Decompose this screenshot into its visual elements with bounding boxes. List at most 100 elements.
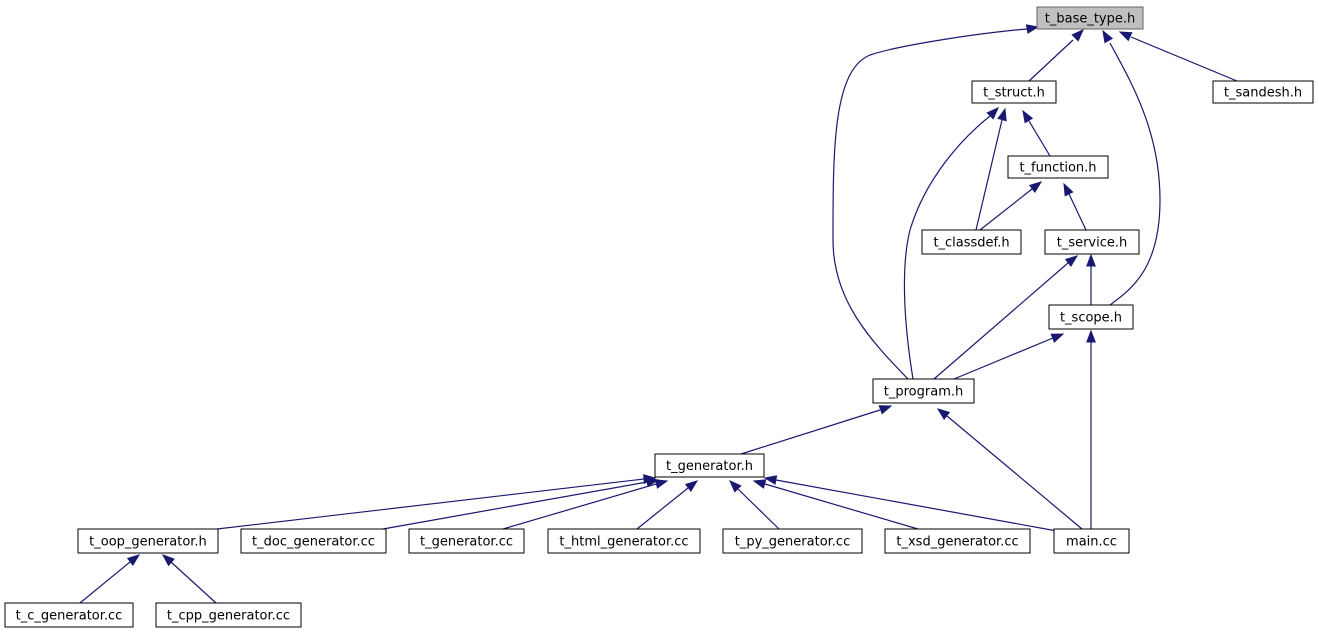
node-t-generator-h[interactable]: t_generator.h <box>654 453 765 478</box>
arrowhead-icon <box>1063 182 1074 197</box>
node-label: main.cc <box>1066 535 1117 550</box>
node-box <box>1044 229 1140 255</box>
edge-main-cc-to-t-scope-h <box>1086 329 1096 529</box>
edge-line <box>636 487 689 530</box>
edge-t-program-h-to-t-service-h <box>933 255 1079 380</box>
node-t-scope-h[interactable]: t_scope.h <box>1048 304 1134 330</box>
edge-t-generator-h-to-t-program-h <box>740 405 893 455</box>
node-label: t_generator.cc <box>420 535 513 550</box>
edge-line <box>216 478 645 530</box>
node-box <box>921 229 1022 255</box>
edge-t-classdef-h-to-t-function-h <box>979 181 1043 231</box>
node-box <box>1212 80 1314 104</box>
arrowhead-icon <box>1071 29 1084 42</box>
arrowhead-icon <box>1022 109 1034 124</box>
arrowhead-icon <box>654 479 669 489</box>
node-box <box>77 528 219 554</box>
edge-main-cc-to-t-generator-h <box>763 475 1058 532</box>
arrowhead-icon <box>729 480 742 493</box>
node-main-cc[interactable]: main.cc <box>1053 528 1130 554</box>
edge-line <box>764 483 919 530</box>
edge-line <box>502 483 657 530</box>
node-label: t_cpp_generator.cc <box>167 609 290 624</box>
arrowhead-icon <box>1025 24 1040 34</box>
node-t-doc-generator-cc[interactable]: t_doc_generator.cc <box>240 528 387 554</box>
node-label: t_sandesh.h <box>1224 86 1302 101</box>
node-t-c-generator-cc[interactable]: t_c_generator.cc <box>4 602 134 628</box>
edge-t-program-h-to-t-base-type-h <box>832 24 1040 380</box>
node-box <box>155 602 302 628</box>
node-label: t_xsd_generator.cc <box>896 535 1018 550</box>
edge-t-service-h-to-t-function-h <box>1063 182 1087 231</box>
edge-line <box>1130 36 1238 82</box>
node-label: t_generator.h <box>666 459 753 474</box>
node-t-oop-generator-h[interactable]: t_oop_generator.h <box>77 528 219 554</box>
edge-t-py-generator-cc-to-t-generator-h <box>729 480 780 530</box>
edge-line <box>740 409 881 455</box>
node-label: t_struct.h <box>983 86 1045 101</box>
arrowhead-icon <box>1086 329 1096 343</box>
node-label: t_program.h <box>884 385 963 400</box>
node-box <box>971 80 1057 104</box>
edge-line <box>975 119 1003 231</box>
edge-main-cc-to-t-program-h <box>936 408 1083 530</box>
edge-t-program-h-to-t-struct-h <box>903 107 999 380</box>
node-t-struct-h[interactable]: t_struct.h <box>971 80 1057 104</box>
node-box <box>1053 528 1130 554</box>
node-box <box>1007 155 1109 179</box>
node-t-service-h[interactable]: t_service.h <box>1044 229 1140 255</box>
node-box <box>547 528 701 554</box>
arrowhead-icon <box>1086 253 1096 267</box>
edge-line <box>79 561 131 604</box>
edge-line <box>1068 193 1087 231</box>
arrowhead-icon <box>1050 333 1065 343</box>
edge-line <box>382 481 648 530</box>
edge-t-scope-h-to-t-service-h <box>1086 253 1096 305</box>
nodes-layer: t_base_type.h t_struct.h t_sandesh.h t_func… <box>4 6 1314 628</box>
node-label: t_html_generator.cc <box>559 535 688 550</box>
edge-line <box>170 561 217 604</box>
node-t-generator-cc[interactable]: t_generator.cc <box>408 528 525 554</box>
node-t-program-h[interactable]: t_program.h <box>872 378 975 404</box>
node-box <box>872 378 975 404</box>
node-t-sandesh-h[interactable]: t_sandesh.h <box>1212 80 1314 104</box>
node-box <box>408 528 525 554</box>
arrowhead-icon <box>1064 255 1079 267</box>
node-t-html-generator-cc[interactable]: t_html_generator.cc <box>547 528 701 554</box>
arrowhead-icon <box>1028 181 1043 193</box>
node-t-xsd-generator-cc[interactable]: t_xsd_generator.cc <box>884 528 1031 554</box>
edge-line <box>1109 42 1161 306</box>
node-label: t_function.h <box>1019 161 1096 176</box>
edge-t-doc-generator-cc-to-t-generator-h <box>382 477 660 530</box>
arrowhead-icon <box>1102 29 1114 44</box>
arrowhead-icon <box>878 405 893 415</box>
node-box <box>654 453 765 478</box>
edge-t-program-h-to-t-scope-h <box>953 333 1065 380</box>
arrowhead-icon <box>936 408 951 420</box>
node-t-py-generator-cc[interactable]: t_py_generator.cc <box>722 528 863 554</box>
edge-t-function-h-to-t-struct-h <box>1022 109 1051 157</box>
node-box <box>4 602 134 628</box>
edge-t-scope-h-to-t-base-type-h <box>1102 29 1161 306</box>
node-t-classdef-h[interactable]: t_classdef.h <box>921 229 1022 255</box>
node-t-cpp-generator-cc[interactable]: t_cpp_generator.cc <box>155 602 302 628</box>
node-t-function-h[interactable]: t_function.h <box>1007 155 1109 179</box>
node-label: t_py_generator.cc <box>735 535 850 550</box>
node-label: t_doc_generator.cc <box>252 535 375 550</box>
arrowhead-icon <box>752 479 767 489</box>
node-t-base-type-h: t_base_type.h <box>1036 6 1144 30</box>
edge-line <box>832 28 1028 380</box>
edges-layer <box>79 24 1238 604</box>
node-label: t_service.h <box>1057 236 1128 251</box>
node-box <box>722 528 863 554</box>
arrowhead-icon <box>986 107 999 120</box>
edge-line <box>946 415 1083 530</box>
node-label: t_base_type.h <box>1045 12 1136 27</box>
edge-t-oop-generator-h-to-t-generator-h <box>216 474 657 530</box>
arrowhead-icon <box>997 107 1007 122</box>
node-box <box>240 528 387 554</box>
node-box <box>884 528 1031 554</box>
edge-t-sandesh-h-to-t-base-type-h <box>1118 31 1238 82</box>
edge-t-xsd-generator-cc-to-t-generator-h <box>752 479 919 530</box>
